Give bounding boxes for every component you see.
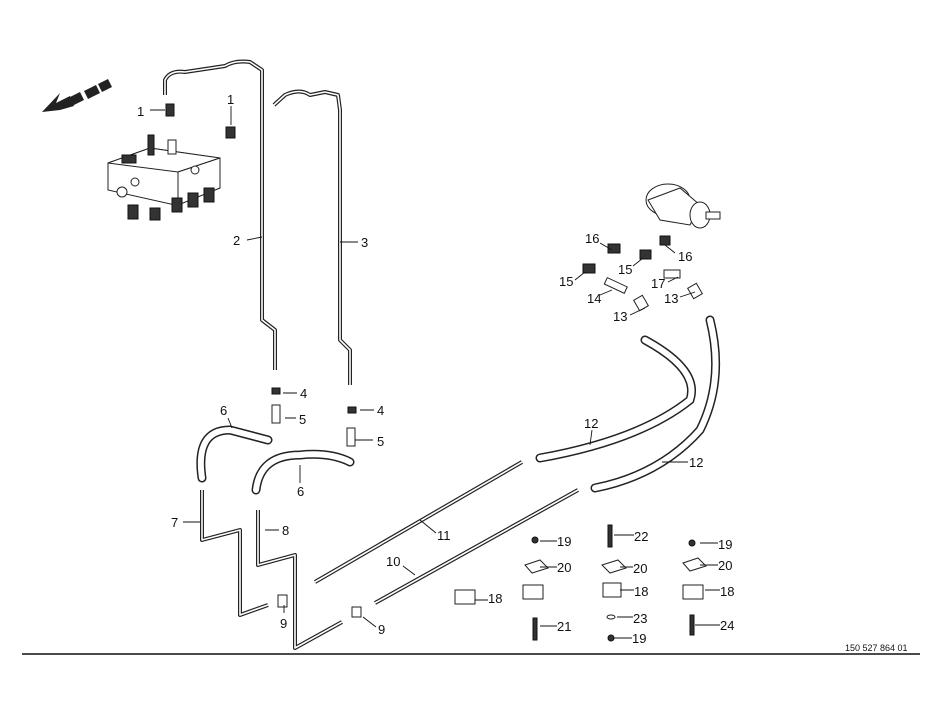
- callout-4: 4: [377, 403, 384, 418]
- callout-1: 1: [137, 104, 144, 119]
- callout-22: 22: [634, 529, 648, 544]
- callout-4: 4: [300, 386, 307, 401]
- callout-3: 3: [361, 235, 368, 250]
- callout-8: 8: [282, 523, 289, 538]
- callout-21: 21: [557, 619, 571, 634]
- pipe-8: [256, 510, 343, 650]
- callout-13: 13: [664, 291, 678, 306]
- callout-15: 15: [618, 262, 632, 277]
- callout-18: 18: [634, 584, 648, 599]
- callout-16: 16: [585, 231, 599, 246]
- drawing-number: 150 527 864 01: [845, 643, 908, 653]
- callout-20: 20: [718, 558, 732, 573]
- pipe-10: [374, 488, 579, 605]
- callout-20: 20: [633, 561, 647, 576]
- hydraulic-motor: [645, 183, 721, 246]
- callout-14: 14: [587, 291, 601, 306]
- callout-24: 24: [720, 618, 734, 633]
- fittings-cluster: [582, 243, 704, 312]
- callout-20: 20: [557, 560, 571, 575]
- callout-7: 7: [171, 515, 178, 530]
- callout-23: 23: [633, 611, 647, 626]
- callout-19: 19: [557, 534, 571, 549]
- callout-11: 11: [437, 528, 451, 543]
- pipe-11: [313, 460, 524, 584]
- callout-19: 19: [718, 537, 732, 552]
- hose-6-left: [196, 425, 273, 483]
- callout-18: 18: [720, 584, 734, 599]
- callout-16: 16: [678, 249, 692, 264]
- callout-12: 12: [689, 455, 703, 470]
- callout-15: 15: [559, 274, 573, 289]
- callout-18: 18: [488, 591, 502, 606]
- pipe-7: [200, 490, 269, 617]
- direction-arrow-icon: [42, 79, 112, 112]
- hose-6-right: [251, 449, 355, 495]
- control-valve-block: [107, 134, 221, 221]
- hose-12-a: [535, 335, 696, 463]
- pipe-3: [272, 89, 352, 385]
- clamp-parts: [454, 524, 707, 642]
- callout-labels: 1 1 2 3 4 5 6 4 5 6 7 8 9 9 10 11 12 12 …: [137, 92, 734, 646]
- callout-1: 1: [227, 92, 234, 107]
- pipe-2: [163, 59, 277, 370]
- callout-5: 5: [299, 412, 306, 427]
- callout-2: 2: [233, 233, 240, 248]
- callout-leaders: [150, 106, 720, 639]
- plug-fittings: [165, 103, 236, 139]
- callout-5: 5: [377, 434, 384, 449]
- callout-10: 10: [386, 554, 400, 569]
- callout-13: 13: [613, 309, 627, 324]
- hose-12-b: [590, 315, 721, 493]
- callout-6: 6: [220, 403, 227, 418]
- callout-9: 9: [378, 622, 385, 637]
- callout-9: 9: [280, 616, 287, 631]
- callout-6: 6: [297, 484, 304, 499]
- callout-12: 12: [584, 416, 598, 431]
- callout-19: 19: [632, 631, 646, 646]
- callout-17: 17: [651, 276, 665, 291]
